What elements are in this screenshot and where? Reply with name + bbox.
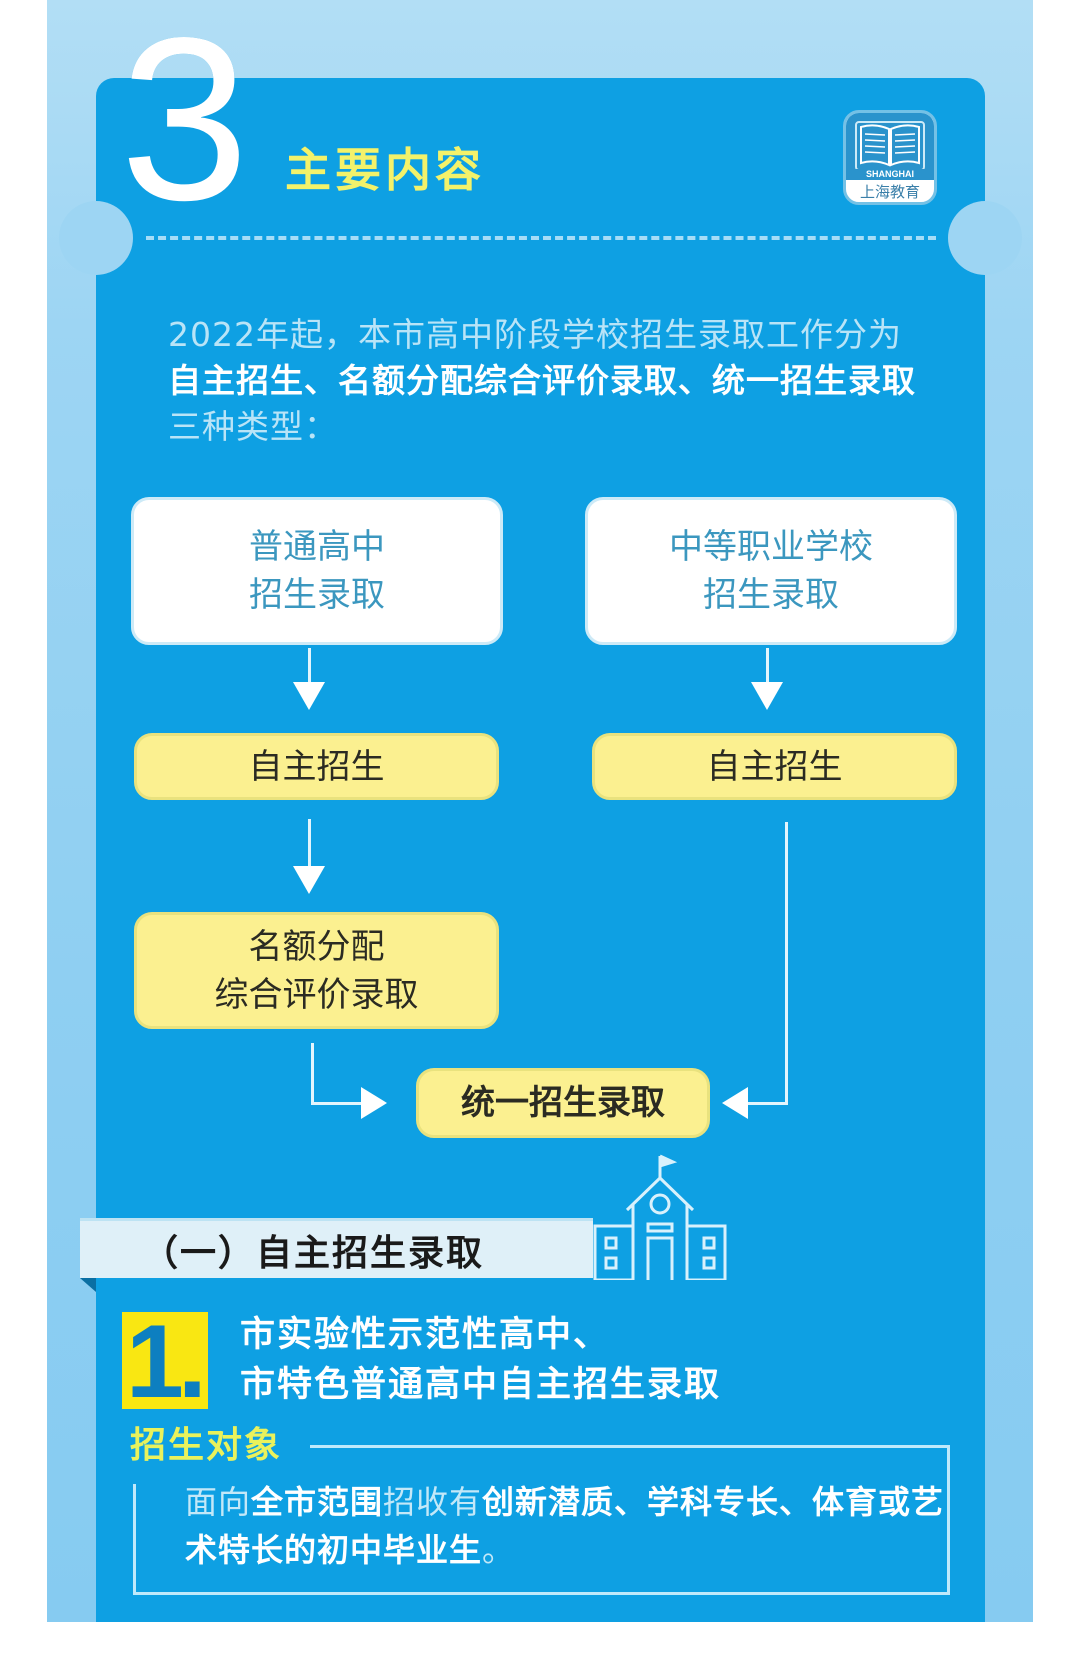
card-notch-right xyxy=(948,201,1022,275)
flow-box-independent-admission-left: 自主招生 xyxy=(134,733,499,800)
dashed-divider xyxy=(146,236,936,240)
target-group-box xyxy=(133,1445,950,1595)
flow-box-label: 自主招生 xyxy=(248,746,385,787)
arrow-down-icon xyxy=(293,866,325,894)
connector-line xyxy=(308,648,311,686)
intro-text-bold: 自主招生、名额分配综合评价录取、统一招生录取 xyxy=(168,361,916,400)
flow-box-line: 名额分配 xyxy=(248,926,385,967)
arrow-right-icon xyxy=(361,1087,387,1119)
ribbon-fold xyxy=(80,1278,96,1292)
item-number-badge: 1. xyxy=(122,1312,208,1409)
open-book-icon xyxy=(846,113,934,179)
flow-box-vocational-school: 中等职业学校 招生录取 xyxy=(585,497,957,645)
connector-line xyxy=(785,822,788,1105)
arrow-down-icon xyxy=(293,682,325,710)
intro-text-regular: 三种类型： xyxy=(168,407,338,446)
target-text-bold: 创新潜质、学科专长、体育或艺术特长的初中毕业生 xyxy=(185,1483,945,1569)
item-title-line: 市特色普通高中自主招生录取 xyxy=(240,1365,722,1405)
subsection-title: （一）自主招生录取 xyxy=(142,1232,485,1274)
connector-line xyxy=(311,1043,314,1105)
flow-box-quota-allocation: 名额分配 综合评价录取 xyxy=(134,912,499,1029)
school-building-icon xyxy=(593,1154,727,1280)
flow-box-line: 招生录取 xyxy=(249,575,385,615)
flow-box-label: 统一招生录取 xyxy=(461,1083,665,1123)
target-group-heading: 招生对象 xyxy=(130,1422,295,1470)
target-box-top-border xyxy=(310,1445,950,1448)
arrow-left-icon xyxy=(722,1087,748,1119)
content-card xyxy=(96,78,985,1622)
logo-text-en: SHANGHAI xyxy=(846,169,934,180)
target-group-text: 面向全市范围招收有创新潜质、学科专长、体育或艺术特长的初中毕业生。 xyxy=(185,1478,945,1574)
shanghai-education-logo: SHANGHAI 上海教育 xyxy=(843,110,937,205)
flow-box-independent-admission-right: 自主招生 xyxy=(592,733,957,800)
flow-box-line: 中等职业学校 xyxy=(669,527,873,567)
connector-line xyxy=(766,648,769,686)
flow-box-line: 招生录取 xyxy=(703,575,839,615)
flow-box-general-high-school: 普通高中 招生录取 xyxy=(131,497,503,645)
connector-line xyxy=(311,1102,363,1105)
flow-box-line: 综合评价录取 xyxy=(214,974,419,1015)
section-title: 主要内容 xyxy=(285,143,485,197)
target-text-regular: 。 xyxy=(482,1531,516,1569)
connector-line xyxy=(746,1102,788,1105)
connector-line xyxy=(308,819,311,869)
arrow-down-icon xyxy=(751,682,783,710)
logo-text-cn: 上海教育 xyxy=(859,183,920,201)
flow-box-unified-admission: 统一招生录取 xyxy=(416,1068,710,1138)
intro-paragraph: 2022年起，本市高中阶段学校招生录取工作分为自主招生、名额分配综合评价录取、统… xyxy=(168,312,928,450)
flow-box-label: 自主招生 xyxy=(706,746,843,787)
target-text-regular: 招收有 xyxy=(383,1483,483,1521)
target-text-regular: 面向 xyxy=(185,1483,252,1521)
subsection-ribbon: （一）自主招生录取 xyxy=(80,1218,593,1278)
card-notch-left xyxy=(59,201,133,275)
section-number: 3 xyxy=(120,0,249,249)
item-title-line: 市实验性示范性高中、 xyxy=(240,1315,611,1355)
item-title: 市实验性示范性高中、 市特色普通高中自主招生录取 xyxy=(240,1310,721,1410)
flow-box-line: 普通高中 xyxy=(249,527,385,567)
target-text-bold: 全市范围 xyxy=(251,1483,384,1521)
intro-text-regular: 2022年起，本市高中阶段学校招生录取工作分为 xyxy=(168,315,902,354)
